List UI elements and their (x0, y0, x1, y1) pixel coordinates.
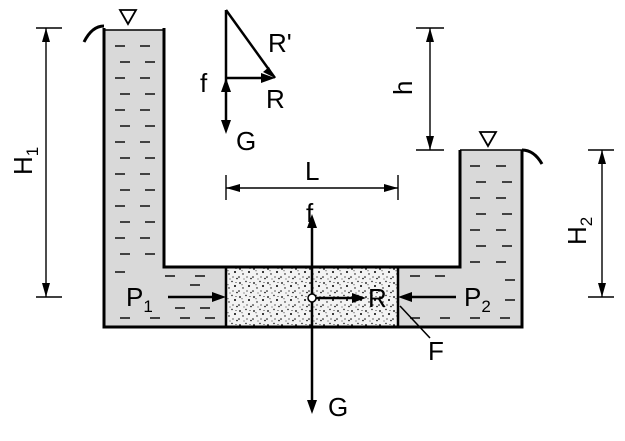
l-label: L (305, 156, 319, 186)
h2-label: H2 (562, 217, 596, 245)
plug-force-arrows (307, 214, 366, 414)
h-label: h (388, 81, 418, 95)
force-triangle-f-label: f (200, 68, 208, 98)
small-h-dimension (416, 27, 444, 151)
free-surface-triangle-icon (478, 131, 498, 148)
force-triangle (221, 9, 277, 134)
liquid-dashes (115, 45, 515, 319)
f-leader-line (399, 305, 431, 339)
force-triangle-r-prime-label: R' (268, 28, 292, 58)
h1-label: H1 (8, 147, 42, 175)
force-triangle-g-label: G (236, 126, 256, 156)
free-surface-triangle-icon (118, 9, 138, 26)
plug-r-label: R (368, 283, 387, 313)
pressure-arrows (168, 292, 456, 302)
force-triangle-r-label: R (266, 84, 285, 114)
l-dimension (225, 175, 399, 200)
plug-g-label: G (328, 392, 348, 422)
plug-f-label: f (306, 198, 314, 228)
p1-label: P1 (126, 282, 153, 316)
friction-f-label: F (428, 336, 444, 366)
h2-dimension (588, 149, 614, 298)
p2-label: P2 (464, 282, 491, 316)
h1-dimension (36, 27, 62, 298)
